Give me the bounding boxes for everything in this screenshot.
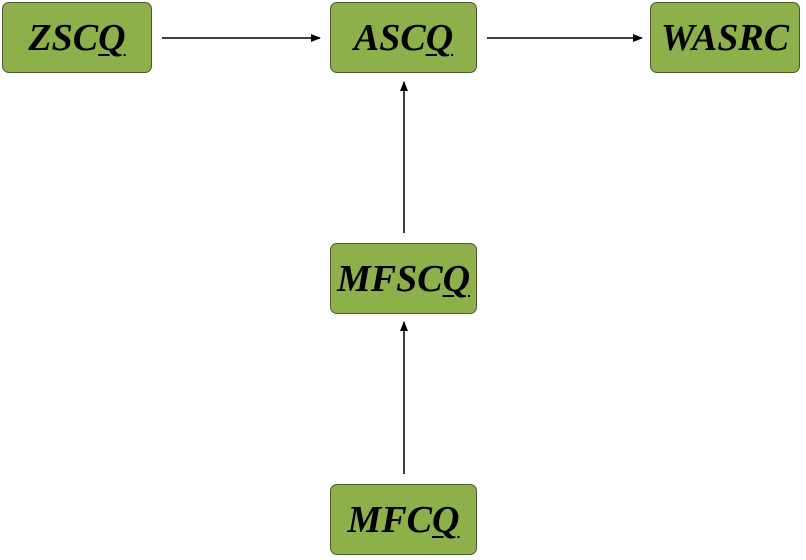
node-zscq-label-underlined: Q [98, 16, 126, 59]
node-wasrc: WASRC [650, 2, 800, 73]
node-mfscq-label-prefix: MFSC [336, 257, 443, 300]
node-ascq-label-prefix: ASC [353, 16, 426, 59]
node-mfcq-label-prefix: MFC [347, 498, 433, 541]
node-mfscq-label-underlined: Q [442, 257, 471, 300]
node-wasrc-label: WASRC [660, 16, 790, 59]
node-zscq-label-prefix: ZSC [28, 16, 99, 59]
node-mfcq-label-underlined: Q [432, 498, 460, 541]
node-ascq-label-underlined: Q [425, 16, 454, 59]
